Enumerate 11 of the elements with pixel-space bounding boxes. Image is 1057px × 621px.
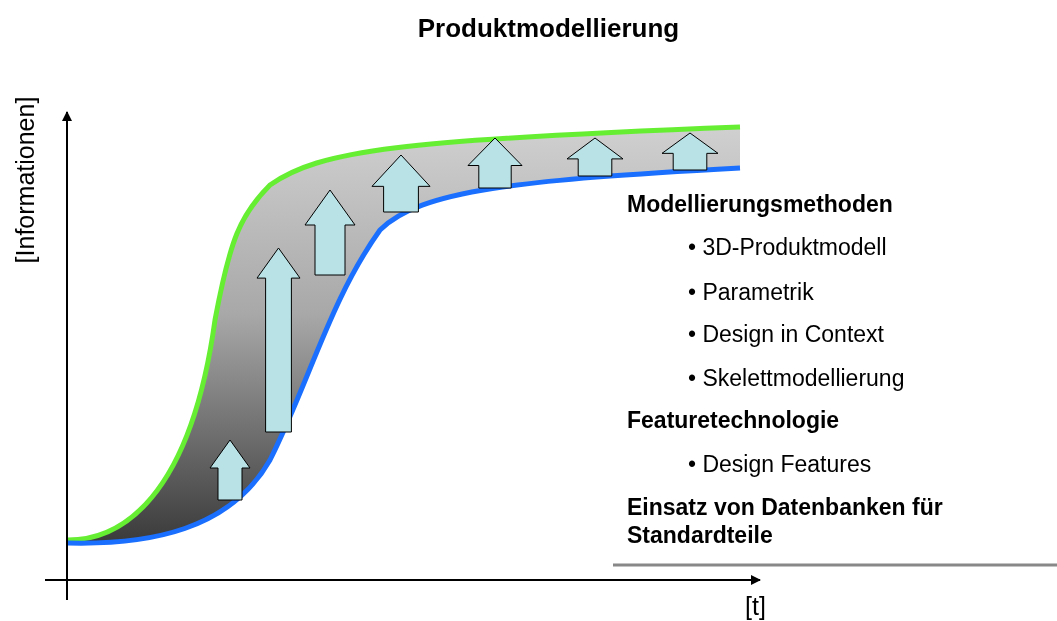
bullet-item: • Parametrik xyxy=(688,278,814,306)
bullet-item: • 3D-Produktmodell xyxy=(688,233,887,261)
bullet-item: • Skelettmodellierung xyxy=(688,364,905,392)
list-heading: Einsatz von Datenbanken für Standardteile xyxy=(627,493,944,549)
list-heading: Featuretechnologie xyxy=(627,406,840,434)
bullet-item: • Design Features xyxy=(688,450,872,478)
axis-label: [Informationen] xyxy=(10,96,39,264)
bullet-item: • Design in Context xyxy=(688,320,884,348)
axis-label: [t] xyxy=(745,592,766,620)
chart-title: Produktmodellierung xyxy=(416,14,681,42)
list-heading: Modellierungsmethoden xyxy=(627,190,893,218)
